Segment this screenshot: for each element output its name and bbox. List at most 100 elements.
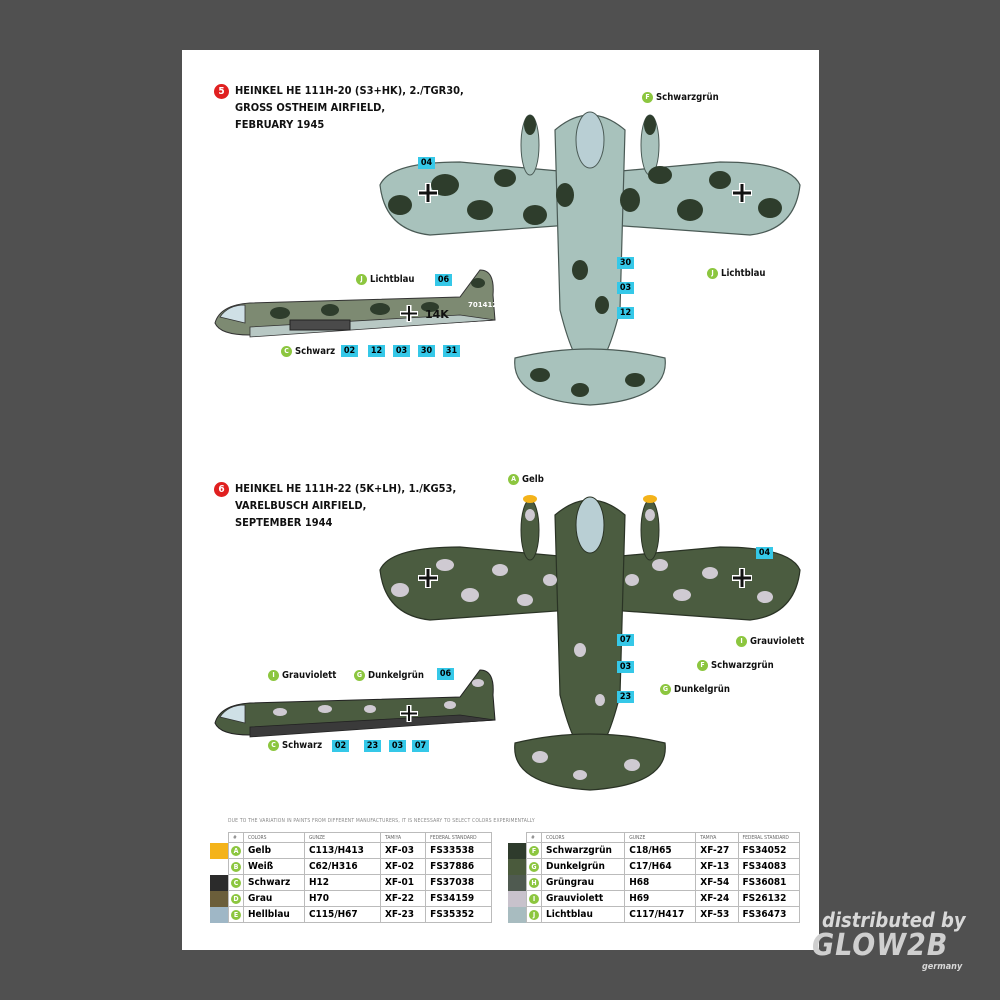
callout-decal: 07 [617, 634, 634, 646]
profile-5-title-line: HEINKEL HE 111H-20 (S3+HK), 2./TGR30, [235, 84, 464, 97]
color-fs-cell: FS36473 [737, 906, 800, 923]
callout-decal: 23 [617, 691, 634, 703]
callout-decal: 07 [412, 740, 429, 752]
color-name-cell: Schwarzgrün [540, 842, 626, 859]
color-index-cell: E [228, 906, 244, 923]
table-header: FEDERAL STANDARD [425, 832, 492, 843]
color-letter-badge: A [231, 846, 241, 856]
color-name-cell: Weiß [243, 858, 305, 875]
balkenkreuz-icon [732, 183, 752, 203]
profile-6-title-line: HEINKEL HE 111H-22 (5K+LH), 1./KG53, [235, 482, 457, 495]
color-letter-badge: J [529, 910, 539, 920]
color-fs-cell: FS26132 [737, 890, 800, 907]
color-gunze-cell: C18/H65 [624, 842, 697, 859]
profile-5-side-view: 14K 701412 [214, 269, 497, 338]
color-gunze-cell: C62/H316 [303, 858, 381, 875]
paint-disclaimer: DUE TO THE VARIATION IN PAINTS FROM DIFF… [228, 818, 535, 824]
profile-5-title-line: FEBRUARY 1945 [235, 118, 325, 131]
profile-6-title-line: VARELBUSCH AIRFIELD, [235, 499, 367, 512]
color-gunze-cell: H12 [303, 874, 381, 891]
callout-decal: 03 [617, 661, 634, 673]
callout-decal: 03 [389, 740, 406, 752]
table-header: COLORS [243, 832, 305, 843]
color-gunze-cell: C17/H64 [624, 858, 697, 875]
color-tamiya-cell: XF-02 [379, 858, 427, 875]
color-fs-cell: FS33538 [425, 842, 492, 859]
profile-6-number: 6 [214, 482, 229, 497]
distributor-caption: distributed by [822, 908, 966, 932]
color-fs-cell: FS34159 [425, 890, 492, 907]
color-swatch [210, 890, 229, 907]
table-header: COLORS [540, 832, 626, 843]
color-swatch [210, 858, 229, 875]
color-tamiya-cell: XF-24 [695, 890, 739, 907]
color-index-cell: G [526, 858, 542, 875]
color-index-cell: J [526, 906, 542, 923]
color-fs-cell: FS34052 [737, 842, 800, 859]
color-tamiya-cell: XF-27 [695, 842, 739, 859]
color-swatch [508, 906, 527, 923]
color-name-cell: Grauviolett [540, 890, 626, 907]
color-index-cell: B [228, 858, 244, 875]
callout-decal: 30 [617, 257, 634, 269]
color-index-cell: I [526, 890, 542, 907]
callout-decal: 06 [437, 668, 454, 680]
table-header: # [526, 832, 542, 843]
callout-decal: 06 [435, 274, 452, 286]
balkenkreuz-icon [400, 305, 418, 322]
color-name-cell: Hellblau [243, 906, 305, 923]
callout-decal: 02 [332, 740, 349, 752]
table-header: TAMIYA [695, 832, 739, 843]
color-name-cell: Gelb [243, 842, 305, 859]
color-name-cell: Schwarz [243, 874, 305, 891]
table-header: GUNZE [303, 832, 381, 843]
color-tamiya-cell: XF-22 [379, 890, 427, 907]
color-letter-badge: F [529, 846, 539, 856]
color-tamiya-cell: XF-54 [695, 874, 739, 891]
color-index-cell: F [526, 842, 542, 859]
color-name-cell: Grau [243, 890, 305, 907]
color-swatch [508, 890, 527, 907]
color-fs-cell: FS37038 [425, 874, 492, 891]
color-fs-cell: FS34083 [737, 858, 800, 875]
table-header: FEDERAL STANDARD [737, 832, 800, 843]
color-letter-badge: D [231, 894, 241, 904]
distributor-logo: GLOW2B [812, 928, 949, 963]
balkenkreuz-icon [400, 705, 418, 722]
profile-6-top-view [379, 495, 801, 791]
tail-number: 701412 [468, 301, 497, 309]
color-index-cell: A [228, 842, 244, 859]
color-table-right: # COLORS GUNZE TAMIYA FEDERAL STANDARD F… [508, 832, 800, 923]
color-gunze-cell: H68 [624, 874, 697, 891]
color-fs-cell: FS35352 [425, 906, 492, 923]
wing-top-view [379, 111, 801, 406]
color-letter-badge: I [529, 894, 539, 904]
table-header: GUNZE [624, 832, 697, 843]
profile-6-side-view [214, 669, 496, 738]
color-swatch [508, 842, 527, 859]
color-letter-badge: C [231, 878, 241, 888]
color-name-cell: Grüngrau [540, 874, 626, 891]
callout-decal: 12 [368, 345, 385, 357]
table-header-row: # COLORS GUNZE TAMIYA FEDERAL STANDARD [210, 832, 492, 843]
color-letter-badge: H [529, 878, 539, 888]
callout-decal: 04 [418, 157, 435, 169]
balkenkreuz-icon [418, 183, 438, 203]
color-table-left: # COLORS GUNZE TAMIYA FEDERAL STANDARD A… [210, 832, 492, 923]
profile-6-title-line: SEPTEMBER 1944 [235, 516, 333, 529]
table-header: TAMIYA [379, 832, 427, 843]
profile-6-title: HEINKEL HE 111H-22 (5K+LH), 1./KG53, VAR… [235, 480, 456, 531]
